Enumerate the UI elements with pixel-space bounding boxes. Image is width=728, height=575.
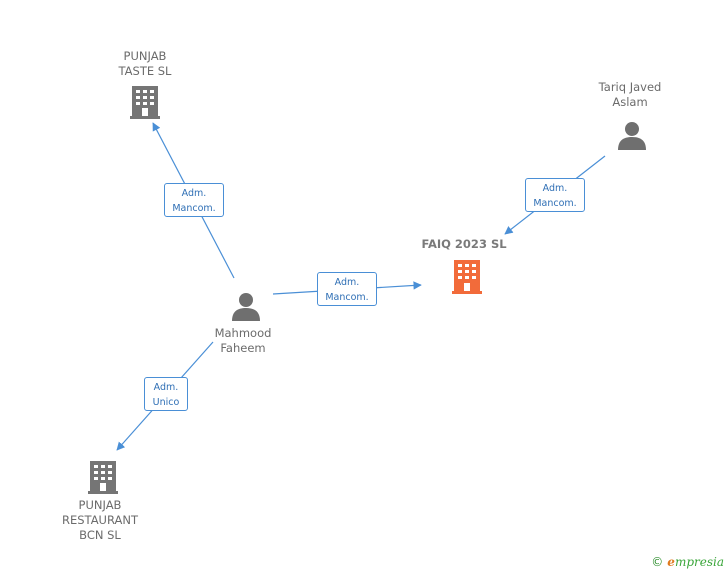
person-icon[interactable] <box>617 120 647 150</box>
person-icon[interactable] <box>231 291 261 321</box>
edge-label-adm-mancom[interactable]: Adm. Mancom. <box>164 183 224 217</box>
edge-label-adm-mancom[interactable]: Adm. Mancom. <box>317 272 377 306</box>
edge-label-adm-unico[interactable]: Adm. Unico <box>144 377 188 411</box>
node-label-punjab-taste: PUNJAB TASTE SL <box>118 49 172 78</box>
node-label-punjab-restaurant: PUNJAB RESTAURANT BCN SL <box>62 498 138 542</box>
node-label-faiq-2023: FAIQ 2023 SL <box>421 237 507 251</box>
node-label-mahmood-faheem: Mahmood Faheem <box>214 326 272 355</box>
building-icon[interactable] <box>451 259 483 294</box>
copyright-symbol: © <box>651 555 664 569</box>
brand-name: mpresia <box>674 555 724 569</box>
brand-initial: e <box>667 555 675 569</box>
edge-label-adm-mancom[interactable]: Adm. Mancom. <box>525 178 585 212</box>
node-label-tariq-javed-aslam: Tariq Javed Aslam <box>598 80 662 109</box>
building-icon[interactable] <box>87 460 119 494</box>
building-icon[interactable] <box>129 85 161 119</box>
empresia-logo[interactable]: ©empresia <box>651 555 724 569</box>
